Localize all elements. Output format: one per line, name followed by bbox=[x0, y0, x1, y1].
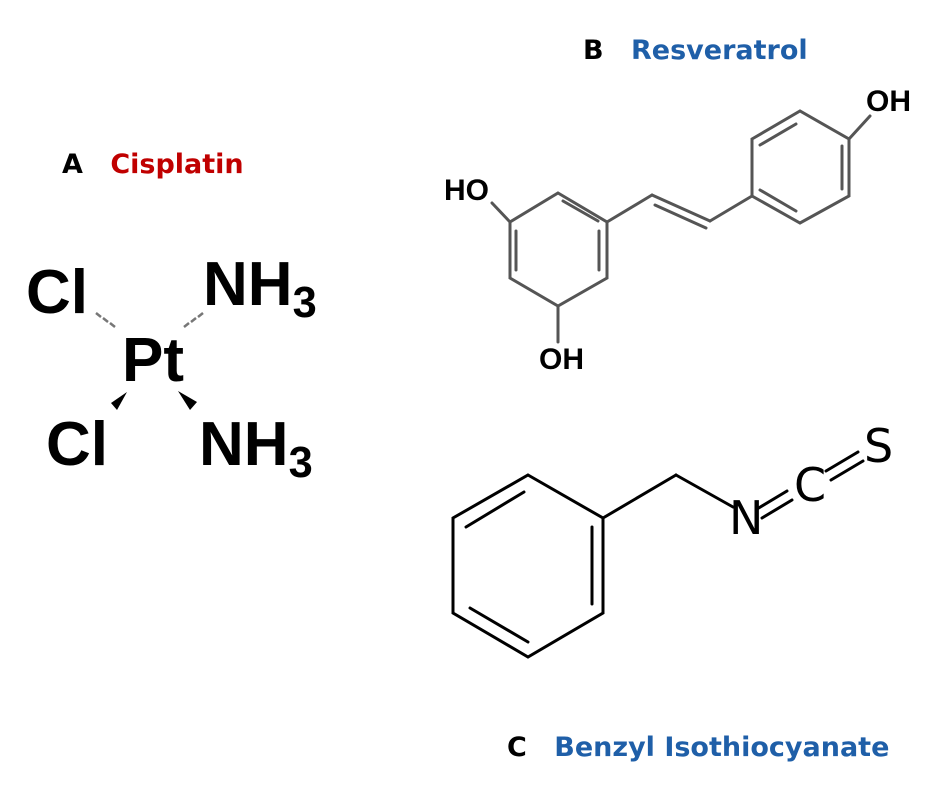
wedge-bond-nh3-bottom bbox=[178, 391, 197, 410]
ho-left-atom: HO bbox=[444, 174, 489, 207]
resveratrol-right-ring bbox=[750, 109, 851, 225]
panel-letter-b: B bbox=[583, 35, 604, 66]
panel-letter-c: C bbox=[507, 732, 527, 763]
bond-c-s-1 bbox=[824, 450, 860, 473]
hashed-bond-cl-top bbox=[95, 312, 116, 328]
hashed-bond-nh3-top bbox=[183, 312, 204, 328]
c-atom: C bbox=[794, 458, 827, 512]
nh3-bottom-atom: NH3 bbox=[199, 410, 313, 488]
n-atom: N bbox=[729, 491, 764, 545]
vinyl-double-bond bbox=[650, 193, 712, 223]
wedge-bond-cl-bottom bbox=[111, 392, 127, 410]
resveratrol-left-ring bbox=[508, 191, 609, 308]
bitc-bonds bbox=[451, 450, 865, 659]
panel-c-label: C Benzyl Isothiocyanate bbox=[507, 734, 889, 761]
bitc-name: Benzyl Isothiocyanate bbox=[554, 732, 890, 763]
panel-b-label: B Resveratrol bbox=[583, 37, 808, 64]
bond-n-c-2 bbox=[760, 498, 794, 520]
panel-letter-a: A bbox=[62, 149, 83, 180]
cl-top-atom: Cl bbox=[26, 258, 88, 327]
bitc-benzene-ring bbox=[451, 473, 605, 659]
cl-bottom-atom: Cl bbox=[46, 410, 108, 479]
oh-top-atom: OH bbox=[866, 85, 911, 118]
bond-c-s-2 bbox=[829, 459, 865, 482]
cisplatin-name: Cisplatin bbox=[110, 149, 244, 180]
bond-n-c-1 bbox=[755, 489, 789, 511]
resveratrol-bonds bbox=[490, 109, 872, 344]
bond-oh-top bbox=[847, 114, 872, 141]
cisplatin-bonds bbox=[95, 312, 204, 410]
resveratrol-name: Resveratrol bbox=[631, 35, 808, 66]
panel-a-label: A Cisplatin bbox=[62, 151, 244, 178]
oh-bottom-atom: OH bbox=[539, 343, 584, 376]
nh3-top-atom: NH3 bbox=[203, 250, 317, 328]
pt-atom: Pt bbox=[122, 326, 184, 395]
bond-ho-left bbox=[490, 201, 512, 224]
s-atom: S bbox=[864, 419, 894, 473]
